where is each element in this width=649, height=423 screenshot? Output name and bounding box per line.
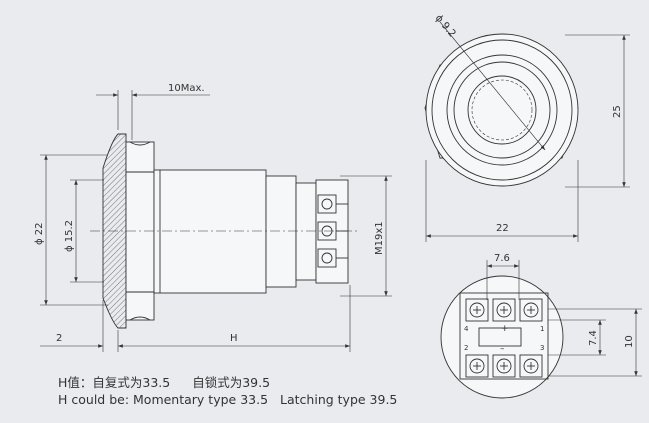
dim-25: 25 — [612, 105, 623, 118]
dim-7-4: 7.4 — [588, 330, 599, 346]
terminal-label-2: 2 — [464, 344, 468, 352]
screw-terminal-4 — [465, 298, 489, 322]
screw-terminal-plus — [492, 298, 516, 322]
dim-10: 10 — [624, 335, 635, 348]
rear-housing — [265, 175, 297, 288]
screw-terminal-minus — [492, 354, 516, 378]
dim-22: 22 — [496, 223, 509, 234]
rear-view — [440, 260, 642, 399]
dim-phi9-2: ϕ 9.2 — [433, 13, 458, 40]
screw-terminal-1 — [519, 298, 543, 322]
terminal-label-plus: + — [501, 324, 509, 334]
note-en-momentary: H could be: Momentary type 33.5 — [58, 392, 269, 407]
dim-h: H — [230, 333, 238, 344]
dim-phi22: ϕ 22 — [34, 223, 45, 246]
side-view — [40, 90, 392, 352]
switch-body — [153, 169, 267, 294]
bezel-ring-outer — [425, 33, 579, 187]
terminal-frame — [459, 292, 549, 380]
note-chinese: H值：自复式为33.5 自锁式为39.5 — [58, 372, 270, 391]
front-view — [424, 21, 630, 242]
terminal-label-3: 3 — [540, 344, 544, 352]
note-cn-latching: 自锁式为39.5 — [192, 375, 271, 390]
button-face — [467, 75, 537, 145]
terminal-label-minus: – — [500, 344, 505, 354]
dim-m19x1: M19x1 — [374, 221, 385, 255]
screw-terminal-2 — [465, 354, 489, 378]
note-english: H could be: Momentary type 33.5 Latching … — [58, 392, 397, 407]
note-en-latching: Latching type 39.5 — [280, 392, 398, 407]
terminal-label-4: 4 — [464, 325, 469, 333]
terminal-label-1: 1 — [540, 325, 544, 333]
dim-10max: 10Max. — [168, 83, 205, 94]
dim-2: 2 — [56, 333, 62, 344]
screw-terminal-3 — [519, 354, 543, 378]
dim-phi15-2: ϕ 15.2 — [64, 220, 75, 252]
note-cn-momentary: H值：自复式为33.5 — [58, 375, 171, 390]
dim-7-6: 7.6 — [494, 253, 510, 264]
terminal-block — [315, 179, 349, 284]
